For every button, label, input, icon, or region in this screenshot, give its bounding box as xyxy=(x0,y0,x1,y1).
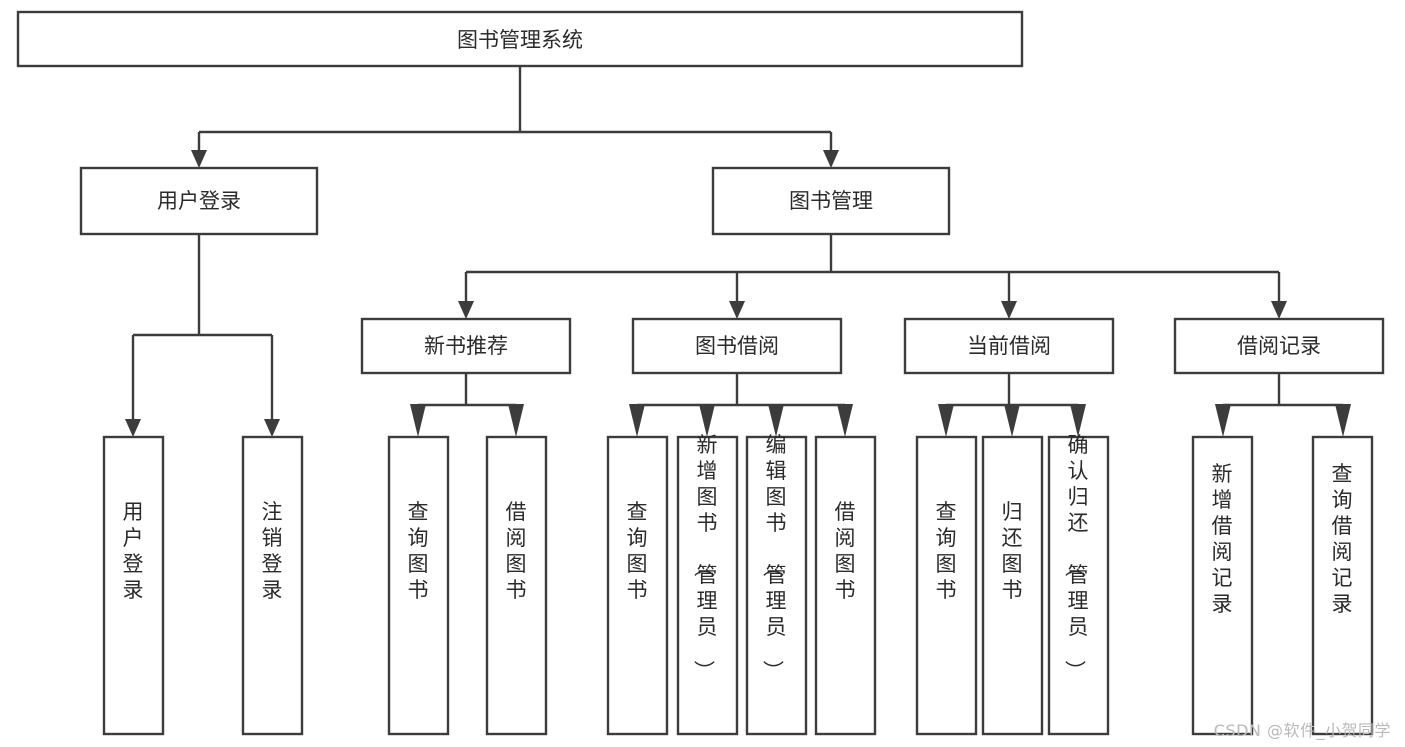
node-leaf-query-book-1-label: 查询图书 xyxy=(408,500,429,602)
node-leaf-return-book-box[interactable] xyxy=(981,435,1044,736)
node-current-borrow[interactable]: 当前借阅 xyxy=(903,317,1115,375)
node-book-borrow-label: 图书借阅 xyxy=(695,334,779,358)
node-leaf-query-book-3[interactable]: 查询图书 xyxy=(915,435,978,736)
node-new-book-recommend-box[interactable] xyxy=(360,317,572,375)
node-leaf-borrow-book-2[interactable]: 借阅图书 xyxy=(814,435,877,736)
node-leaf-borrow-book-2-label: 借阅图书 xyxy=(835,500,856,602)
arrowhead-leaf-query-book-1 xyxy=(410,404,426,437)
node-new-book-recommend[interactable]: 新书推荐 xyxy=(360,317,572,375)
node-leaf-query-book-2[interactable]: 查询图书 xyxy=(606,435,669,736)
node-leaf-borrow-book-1-label: 借阅图书 xyxy=(506,500,527,602)
node-leaf-query-book-3-label: 查询图书 xyxy=(936,500,957,602)
arrowhead-leaf-add-record xyxy=(1215,404,1231,437)
arrowhead-leaf-query-book-3 xyxy=(938,404,954,437)
node-book-borrow[interactable]: 图书借阅 xyxy=(631,317,843,375)
node-current-borrow-box[interactable] xyxy=(903,317,1115,375)
node-leaf-edit-book-label: 编辑图书（管理员） xyxy=(761,433,787,681)
node-leaf-add-record-box[interactable] xyxy=(1191,435,1254,736)
arrowhead-leaf-borrow-book-2 xyxy=(837,404,853,437)
arrowhead-user-login xyxy=(191,150,207,168)
arrowhead-leaf-return-book xyxy=(1004,404,1020,437)
node-root[interactable]: 图书管理系统 xyxy=(16,10,1024,68)
node-leaf-logout-label: 注销登录 xyxy=(262,500,283,602)
node-borrow-record-label: 借阅记录 xyxy=(1237,334,1321,358)
node-leaf-query-record-label: 查询借阅记录 xyxy=(1332,462,1353,616)
node-leaf-query-book-2-label: 查询图书 xyxy=(627,500,648,602)
arrowhead-leaf-borrow-book-1 xyxy=(508,404,524,437)
node-leaf-logout-box[interactable] xyxy=(241,435,304,736)
node-leaf-edit-book-box[interactable] xyxy=(745,435,808,736)
node-user-login[interactable]: 用户登录 xyxy=(79,166,319,236)
connector-layer xyxy=(125,66,1351,437)
node-leaf-add-record[interactable]: 新增借阅记录 xyxy=(1191,435,1254,736)
node-leaf-borrow-book-2-box[interactable] xyxy=(814,435,877,736)
node-new-book-recommend-label: 新书推荐 xyxy=(424,334,508,358)
arrowhead-leaf-logout xyxy=(264,419,280,437)
node-leaf-confirm-return-label: 确认归还（管理员） xyxy=(1063,433,1089,681)
node-book-management-label: 图书管理 xyxy=(789,189,873,213)
node-leaf-user-login-label: 用户登录 xyxy=(123,500,144,602)
arrowhead-book-borrow xyxy=(729,301,745,319)
node-borrow-record[interactable]: 借阅记录 xyxy=(1173,317,1385,375)
node-leaf-query-book-2-box[interactable] xyxy=(606,435,669,736)
arrowhead-leaf-confirm-return xyxy=(1070,404,1086,437)
node-book-management-box[interactable] xyxy=(711,166,951,236)
csdn-watermark: CSDN @软件_小贺同学 xyxy=(1213,721,1391,740)
node-leaf-return-book-label: 归还图书 xyxy=(1002,500,1023,602)
node-leaf-add-book-label: 新增图书（管理员） xyxy=(692,433,718,681)
node-leaf-query-record[interactable]: 查询借阅记录 xyxy=(1311,435,1374,736)
arrowhead-leaf-add-book xyxy=(699,404,715,437)
arrowhead-borrow-record xyxy=(1271,301,1287,319)
node-leaf-query-book-3-box[interactable] xyxy=(915,435,978,736)
arrowhead-current-borrow xyxy=(1001,301,1017,319)
node-current-borrow-label: 当前借阅 xyxy=(967,334,1051,358)
node-leaf-query-book-1-box[interactable] xyxy=(387,435,450,736)
arrowhead-leaf-query-book-2 xyxy=(629,404,645,437)
node-leaf-logout[interactable]: 注销登录 xyxy=(241,435,304,736)
arrowhead-leaf-edit-book xyxy=(768,404,784,437)
node-leaf-confirm-return-box[interactable] xyxy=(1047,435,1110,736)
node-leaf-add-record-label: 新增借阅记录 xyxy=(1212,462,1233,616)
node-leaf-edit-book[interactable]: 编辑图书（管理员） xyxy=(745,433,808,736)
node-leaf-query-record-box[interactable] xyxy=(1311,435,1374,736)
arrowhead-leaf-user-login xyxy=(125,419,141,437)
node-leaf-add-book[interactable]: 新增图书（管理员） xyxy=(676,433,739,736)
node-borrow-record-box[interactable] xyxy=(1173,317,1385,375)
node-root-label: 图书管理系统 xyxy=(457,28,583,52)
arrowhead-leaf-query-record xyxy=(1335,404,1351,437)
node-leaf-add-book-box[interactable] xyxy=(676,435,739,736)
node-leaf-return-book[interactable]: 归还图书 xyxy=(981,435,1044,736)
node-leaf-borrow-book-1-box[interactable] xyxy=(485,435,548,736)
node-root-box[interactable] xyxy=(16,10,1024,68)
node-leaf-query-book-1[interactable]: 查询图书 xyxy=(387,435,450,736)
node-leaf-borrow-book-1[interactable]: 借阅图书 xyxy=(485,435,548,736)
node-leaf-user-login-box[interactable] xyxy=(102,435,165,736)
node-leaf-confirm-return[interactable]: 确认归还（管理员） xyxy=(1047,433,1110,736)
node-book-borrow-box[interactable] xyxy=(631,317,843,375)
node-leaf-user-login[interactable]: 用户登录 xyxy=(102,435,165,736)
arrowhead-new-book-recommend xyxy=(458,301,474,319)
node-user-login-box[interactable] xyxy=(79,166,319,236)
arrowhead-book-management xyxy=(823,150,839,168)
node-user-login-label: 用户登录 xyxy=(157,189,241,213)
node-book-management[interactable]: 图书管理 xyxy=(711,166,951,236)
